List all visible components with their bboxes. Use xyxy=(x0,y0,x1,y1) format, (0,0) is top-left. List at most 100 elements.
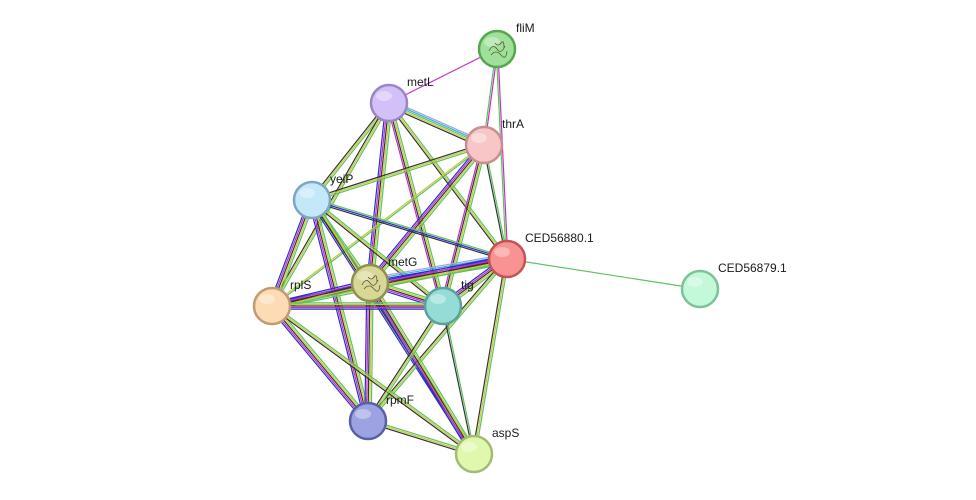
node-thrA[interactable]: thrA xyxy=(464,117,524,165)
edge-metG-aspS[interactable] xyxy=(366,281,478,456)
edge-line-coexpression xyxy=(271,305,369,422)
edge-line-neighborhood xyxy=(368,306,445,423)
edge-line-coexpression xyxy=(387,103,507,261)
node-label: metL xyxy=(407,75,434,89)
edge-line-text_mining xyxy=(311,199,444,307)
edge-rplS-tig[interactable] xyxy=(272,302,443,310)
node-tig[interactable]: tig xyxy=(423,278,474,326)
edge-line-text_mining xyxy=(312,199,371,421)
node-circle[interactable] xyxy=(292,180,332,220)
edge-rplS-aspS[interactable] xyxy=(270,304,476,456)
edge-line-neighborhood xyxy=(272,304,476,454)
edge-line-cooccurrence xyxy=(366,102,387,283)
edges-layer xyxy=(268,48,701,457)
edge-line-neighborhood xyxy=(372,281,478,453)
edge-line-text_mining xyxy=(473,258,508,455)
edge-yeiP-CED56880.1[interactable] xyxy=(311,197,508,262)
protein-structure-icon xyxy=(488,41,508,58)
edge-metL-CED56880.1[interactable] xyxy=(387,101,509,261)
edge-yeiP-rpmF[interactable] xyxy=(308,199,372,422)
node-circle[interactable] xyxy=(423,286,463,326)
node-circle[interactable] xyxy=(348,401,388,441)
edge-line-neighborhood xyxy=(368,259,509,423)
node-circle[interactable] xyxy=(252,286,292,326)
edge-line-coexpression xyxy=(270,306,474,456)
edge-line-neighborhood xyxy=(389,101,509,259)
edge-line-coexpression xyxy=(310,200,443,308)
edge-line-cooccurrence xyxy=(366,284,472,456)
edge-line-text_mining xyxy=(271,305,475,455)
edge-line-coexpression xyxy=(471,258,507,454)
edge-line-experiments xyxy=(388,48,498,104)
edge-line-text_mining xyxy=(388,102,508,260)
edge-line-text_mining xyxy=(370,281,476,454)
node-label: thrA xyxy=(502,117,524,131)
edge-thrA-tig[interactable] xyxy=(440,144,487,307)
edge-line-experiments xyxy=(368,283,474,456)
node-label: fliM xyxy=(516,21,535,35)
edge-line-neighborhood xyxy=(444,145,487,307)
node-circle[interactable] xyxy=(464,125,504,165)
node-label: CED56879.1 xyxy=(718,261,787,275)
edge-line-neighborhood xyxy=(272,103,391,308)
edge-line-coexpression xyxy=(311,200,507,262)
node-highlight xyxy=(471,133,487,143)
node-aspS[interactable]: aspS xyxy=(454,426,519,474)
node-metG[interactable]: metG xyxy=(350,255,417,303)
edge-line-text_mining xyxy=(311,144,485,201)
edge-fliM-CED56880.1[interactable] xyxy=(495,48,509,260)
edge-line-neighborhood xyxy=(484,144,509,259)
node-circle[interactable] xyxy=(369,83,409,123)
edge-thrA-yeiP[interactable] xyxy=(311,142,485,203)
edge-line-coexpression xyxy=(366,304,443,421)
node-highlight xyxy=(299,188,315,198)
edge-fliM-metL[interactable] xyxy=(388,48,498,104)
edge-metL-metG[interactable] xyxy=(366,102,393,284)
edge-line-homology xyxy=(369,253,507,279)
node-CED56880.1[interactable]: CED56880.1 xyxy=(487,231,594,279)
edge-CED56880.1-CED56879.1[interactable] xyxy=(506,258,701,290)
edge-line-text_mining xyxy=(272,304,370,421)
edge-line-text_mining xyxy=(367,305,444,422)
edge-line-neighborhood xyxy=(506,258,701,290)
edge-yeiP-tig[interactable] xyxy=(310,198,445,308)
edge-line-coexpression xyxy=(441,144,484,306)
edge-line-neighborhood xyxy=(495,49,507,260)
edge-tig-aspS[interactable] xyxy=(441,305,476,455)
node-label: yeiP xyxy=(330,172,353,186)
node-metL[interactable]: metL xyxy=(369,75,434,123)
edge-thrA-rplS[interactable] xyxy=(271,143,485,308)
edge-line-coexpression xyxy=(441,306,474,455)
edge-line-experiments xyxy=(309,200,368,422)
node-highlight xyxy=(355,409,371,419)
node-highlight xyxy=(376,91,392,101)
protein-structure-icon xyxy=(361,275,381,292)
edge-line-experiments xyxy=(270,306,368,423)
node-highlight xyxy=(357,271,373,281)
edge-line-neighborhood xyxy=(372,103,393,284)
edge-CED56880.1-aspS[interactable] xyxy=(471,258,510,455)
edge-thrA-CED56880.1[interactable] xyxy=(482,144,509,260)
edge-rplS-rpmF[interactable] xyxy=(269,303,371,424)
edge-line-experiments xyxy=(367,102,389,283)
edge-line-coexpression xyxy=(310,101,389,200)
edge-line-cooccurrence xyxy=(308,200,366,422)
node-circle[interactable] xyxy=(454,434,494,474)
edge-line-neighborhood xyxy=(312,198,445,306)
node-circle[interactable] xyxy=(487,239,527,279)
edge-line-cooccurrence xyxy=(269,307,367,424)
node-label: CED56880.1 xyxy=(525,231,594,245)
node-label: rpmF xyxy=(386,393,414,407)
node-yeiP[interactable]: yeiP xyxy=(292,172,353,220)
node-rpmF[interactable]: rpmF xyxy=(348,393,414,441)
node-fliM[interactable]: fliM xyxy=(477,21,535,69)
edge-line-text_mining xyxy=(443,145,486,307)
edge-line-coexpression xyxy=(311,199,369,422)
edge-line-neighborhood xyxy=(312,145,485,203)
node-circle[interactable] xyxy=(680,269,720,309)
edge-line-cooccurrence xyxy=(311,199,508,260)
node-CED56879.1[interactable]: CED56879.1 xyxy=(680,261,787,309)
edge-tig-rpmF[interactable] xyxy=(366,304,445,423)
node-rplS[interactable]: rplS xyxy=(252,278,311,326)
